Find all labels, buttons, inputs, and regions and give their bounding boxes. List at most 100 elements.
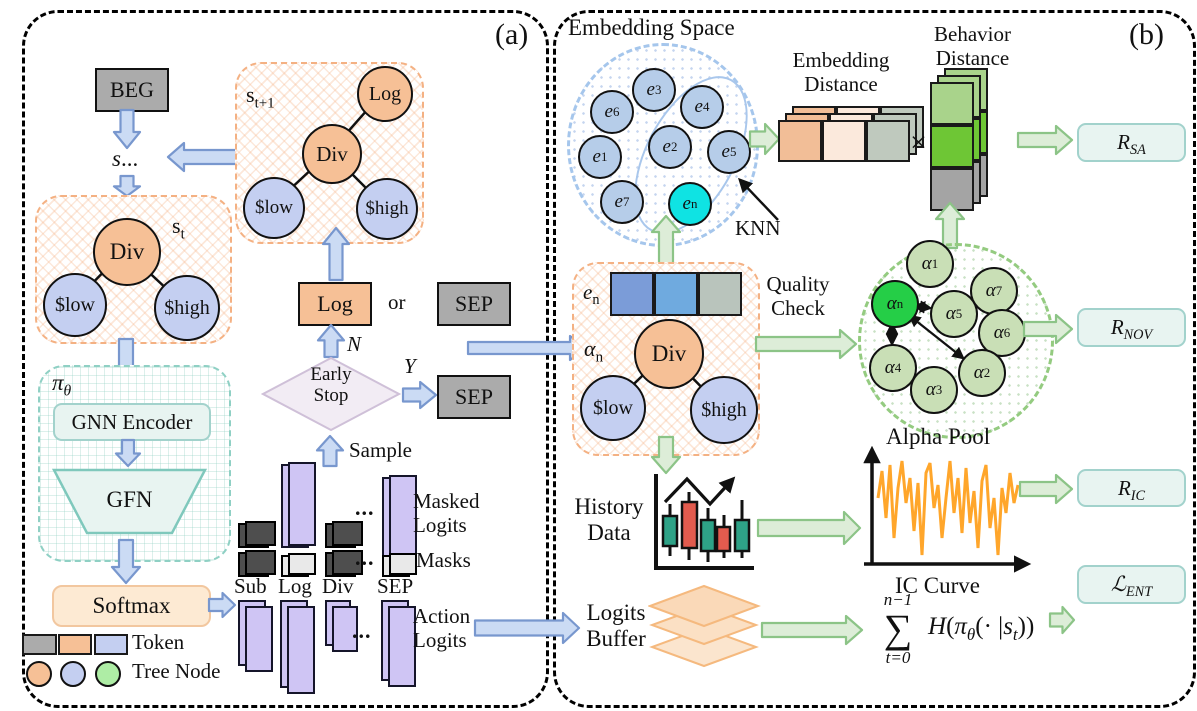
tree-node-log: Log: [357, 66, 413, 122]
panel-a-label: (a): [495, 18, 529, 51]
action-logit-log: [280, 600, 315, 694]
multiply-sign: ×: [910, 126, 927, 159]
panel-b-label: (b): [1129, 18, 1164, 51]
softmax-box: Softmax: [52, 585, 211, 627]
gfn-label: GFN: [106, 487, 153, 512]
arrow-to-ric: [1018, 473, 1074, 505]
arrow-to-lent: [1048, 605, 1076, 635]
panel-b-frame: [553, 10, 1196, 708]
tree-node-low: $low: [43, 273, 107, 337]
behavior-distance-bars: [930, 68, 988, 211]
column-label-log: Log: [278, 574, 312, 598]
state-t-label: st: [172, 213, 185, 243]
arrow-history-to-ic: [756, 510, 862, 546]
arrow-earlystop-y: [401, 380, 438, 410]
mask-sub: [238, 550, 276, 577]
loss-lent: ℒENT: [1077, 565, 1186, 604]
action-logit-sep: [381, 600, 416, 687]
mask-sep: [382, 553, 417, 577]
en-vector-label: en: [583, 280, 600, 309]
logits-buffer-stack-icon: [648, 584, 761, 668]
arrow-buffer-to-entropy: [760, 614, 864, 646]
legend-treenode-orange: [26, 661, 52, 687]
column-label-div: Div: [322, 574, 354, 598]
tree-node-low: $low: [580, 375, 646, 441]
embedding-distance-bars: [778, 106, 924, 162]
action-dots: ...: [352, 618, 372, 643]
arrow-gnn-to-gfn: [114, 438, 142, 468]
knn-pointer-arrow: [738, 177, 779, 221]
sep-token-right: SEP: [437, 375, 511, 419]
entropy-sum-symbol: n−1 ∑ t=0: [883, 590, 913, 667]
ic-curve-chart: [863, 445, 1032, 573]
column-label-sep: SEP: [377, 574, 414, 598]
masked-logit-sep: [382, 475, 417, 559]
arrow-earlystop-n: [316, 323, 346, 359]
beg-token: BEG: [95, 68, 169, 112]
tree-node-div: Div: [302, 124, 362, 184]
arrow-embspace-to-embdist: [748, 122, 781, 156]
embedding-space-title: Embedding Space: [568, 15, 735, 40]
masked-logit-sub: [238, 521, 276, 548]
policy-label: πθ: [52, 370, 72, 400]
branch-n-label: N: [347, 332, 362, 356]
legend-treenode-label: Tree Node: [132, 659, 221, 683]
legend-token-gray-swatch: [22, 634, 57, 655]
arrow-log-to-st1: [321, 226, 351, 282]
column-label-sub: Sub: [234, 574, 267, 598]
panel-a-frame: [22, 10, 549, 708]
alpha-pool-title: Alpha Pool: [886, 424, 991, 449]
candlestick-chart-icon: [654, 474, 754, 570]
alpha-n-label: αn: [584, 336, 604, 366]
arrow-action-logits-to-buffer: [473, 611, 581, 645]
masked-logit-div: [325, 521, 363, 548]
tree-node-low: $low: [243, 177, 305, 239]
arrow-panel-a-to-b: [466, 334, 588, 362]
legend-token-label: Token: [132, 630, 185, 654]
arrow-pool-to-behdist: [934, 201, 966, 250]
action-logit-sub: [238, 600, 273, 672]
tree-node-high: $high: [154, 275, 220, 341]
gnn-encoder-box: GNN Encoder: [53, 403, 211, 441]
gfn-trapezoid: [52, 468, 207, 535]
tree-node-high: $high: [356, 178, 418, 240]
arrow-alphabox-to-history: [650, 435, 682, 475]
masked-dots: ...: [355, 495, 375, 520]
sep-token-top: SEP: [437, 282, 511, 326]
en-vector-bar: [610, 272, 742, 316]
masks-label: Masks: [416, 548, 471, 572]
arrow-alphabox-to-embspace: [650, 214, 682, 266]
action-logit-div: [325, 600, 358, 652]
legend-token-blue-swatch: [94, 634, 128, 655]
tree-node-div: Div: [93, 218, 161, 286]
masked-logit-log: [281, 462, 316, 548]
mask-dots: ...: [355, 545, 375, 570]
arrow-gfn-to-softmax: [110, 538, 142, 585]
legend-treenode-green: [95, 661, 121, 687]
ic-curve-label: IC Curve: [895, 573, 980, 598]
early-stop-diamond: [261, 356, 401, 432]
state-ellipsis-label: s...: [112, 146, 139, 171]
reward-rsa: RSA: [1077, 123, 1186, 162]
